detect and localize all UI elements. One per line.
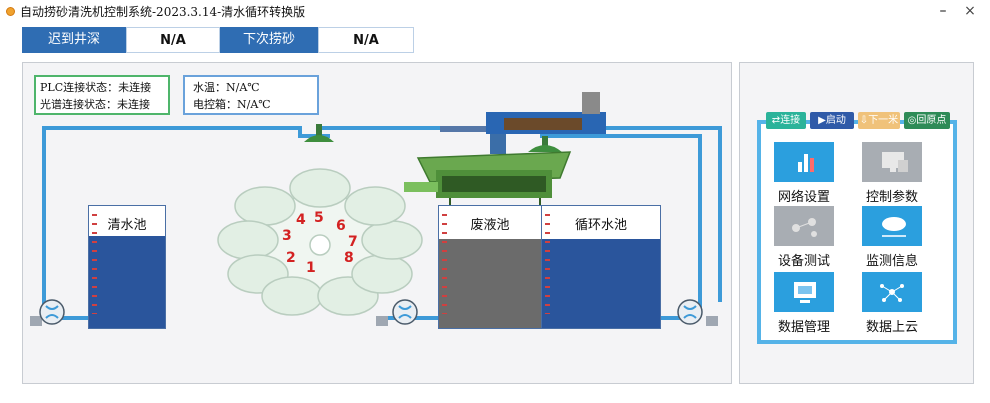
cloud-upload-label[interactable]: 数据上云 [865, 320, 918, 335]
carousel-number-5: 5 [314, 210, 324, 226]
network-settings-label[interactable]: 网络设置 [777, 190, 830, 205]
sand-conveyor-machine [404, 92, 606, 208]
next-meter-button[interactable]: ⇩下一米 [858, 112, 900, 129]
temperature-readings-box: 水温：N/A℃ 电控箱：N/A℃ [183, 75, 319, 115]
device-test-label[interactable]: 设备测试 [777, 254, 830, 269]
circulation-water-tank: 循环水池 [541, 205, 661, 329]
water-temperature: 水温：N/A℃ [193, 81, 260, 94]
waste-liquid-level [439, 239, 541, 328]
circulation-return-pipe [540, 134, 702, 308]
close-button[interactable]: × [964, 3, 976, 19]
spray-nozzle-right [528, 136, 562, 152]
clean-water-level [89, 236, 165, 328]
cloud-upload-icon[interactable] [862, 272, 922, 312]
step-icon: ⇩ [859, 115, 869, 126]
sample-carousel [217, 168, 423, 316]
control-params-label[interactable]: 控制参数 [865, 190, 918, 205]
lag-depth-label: 迟到井深 [22, 27, 126, 53]
monitor-info-icon[interactable] [862, 206, 922, 246]
plc-connection-status: PLC连接状态：未连接 [40, 81, 152, 94]
carousel-number-2: 2 [286, 250, 296, 266]
control-box-temperature: 电控箱：N/A℃ [193, 98, 271, 111]
circulation-water-tank-label: 循环水池 [574, 218, 627, 233]
spray-nozzle-left [304, 124, 334, 142]
circulation-water-level [542, 239, 660, 328]
control-params-icon[interactable] [862, 142, 922, 182]
monitor-info-label[interactable]: 监测信息 [865, 254, 918, 269]
clean-water-pipe [42, 126, 330, 308]
carousel-number-7: 7 [348, 234, 358, 250]
pump-left-icon [30, 299, 65, 326]
waste-liquid-tank: 废液池 [438, 205, 542, 329]
top-supply-pipe [560, 126, 722, 302]
app-logo-icon [6, 7, 15, 16]
lag-depth-value: N/A [126, 27, 220, 53]
waste-liquid-tank-label: 废液池 [470, 218, 510, 233]
network-settings-icon[interactable] [774, 142, 834, 182]
process-diagram: 1 2 3 4 5 6 7 8 [30, 92, 722, 326]
carousel-number-4: 4 [296, 212, 306, 228]
minimize-button[interactable]: – [939, 3, 947, 19]
connection-status-box: PLC连接状态：未连接 光谱连接状态：未连接 [34, 75, 170, 115]
connect-icon: ⇄ [771, 115, 781, 126]
data-management-icon[interactable] [774, 272, 834, 312]
connect-button[interactable]: ⇄连接 [766, 112, 806, 129]
carousel-number-6: 6 [336, 218, 346, 234]
device-test-icon[interactable] [774, 206, 834, 246]
return-home-button[interactable]: ◎回原点 [904, 112, 950, 129]
start-button[interactable]: ▶启动 [810, 112, 854, 129]
carousel-number-1: 1 [306, 260, 316, 276]
clean-water-tank-label: 清水池 [107, 218, 147, 233]
window-title: 自动捞砂清洗机控制系统-2023.3.14-清水循环转换版 [20, 5, 306, 19]
pump-right-icon [677, 299, 718, 326]
carousel-number-3: 3 [282, 228, 292, 244]
data-management-label[interactable]: 数据管理 [777, 320, 830, 335]
next-sampling-label: 下次捞砂 [220, 27, 318, 53]
title-bar: 自动捞砂清洗机控制系统-2023.3.14-清水循环转换版 – × [0, 0, 990, 24]
pump-middle-icon [376, 299, 418, 326]
clean-water-tank: 清水池 [88, 205, 166, 329]
next-sampling-value: N/A [318, 27, 414, 53]
home-icon: ◎ [907, 115, 917, 126]
carousel-number-8: 8 [344, 250, 354, 266]
spectrum-connection-status: 光谱连接状态：未连接 [40, 98, 150, 111]
play-icon: ▶ [818, 115, 826, 126]
